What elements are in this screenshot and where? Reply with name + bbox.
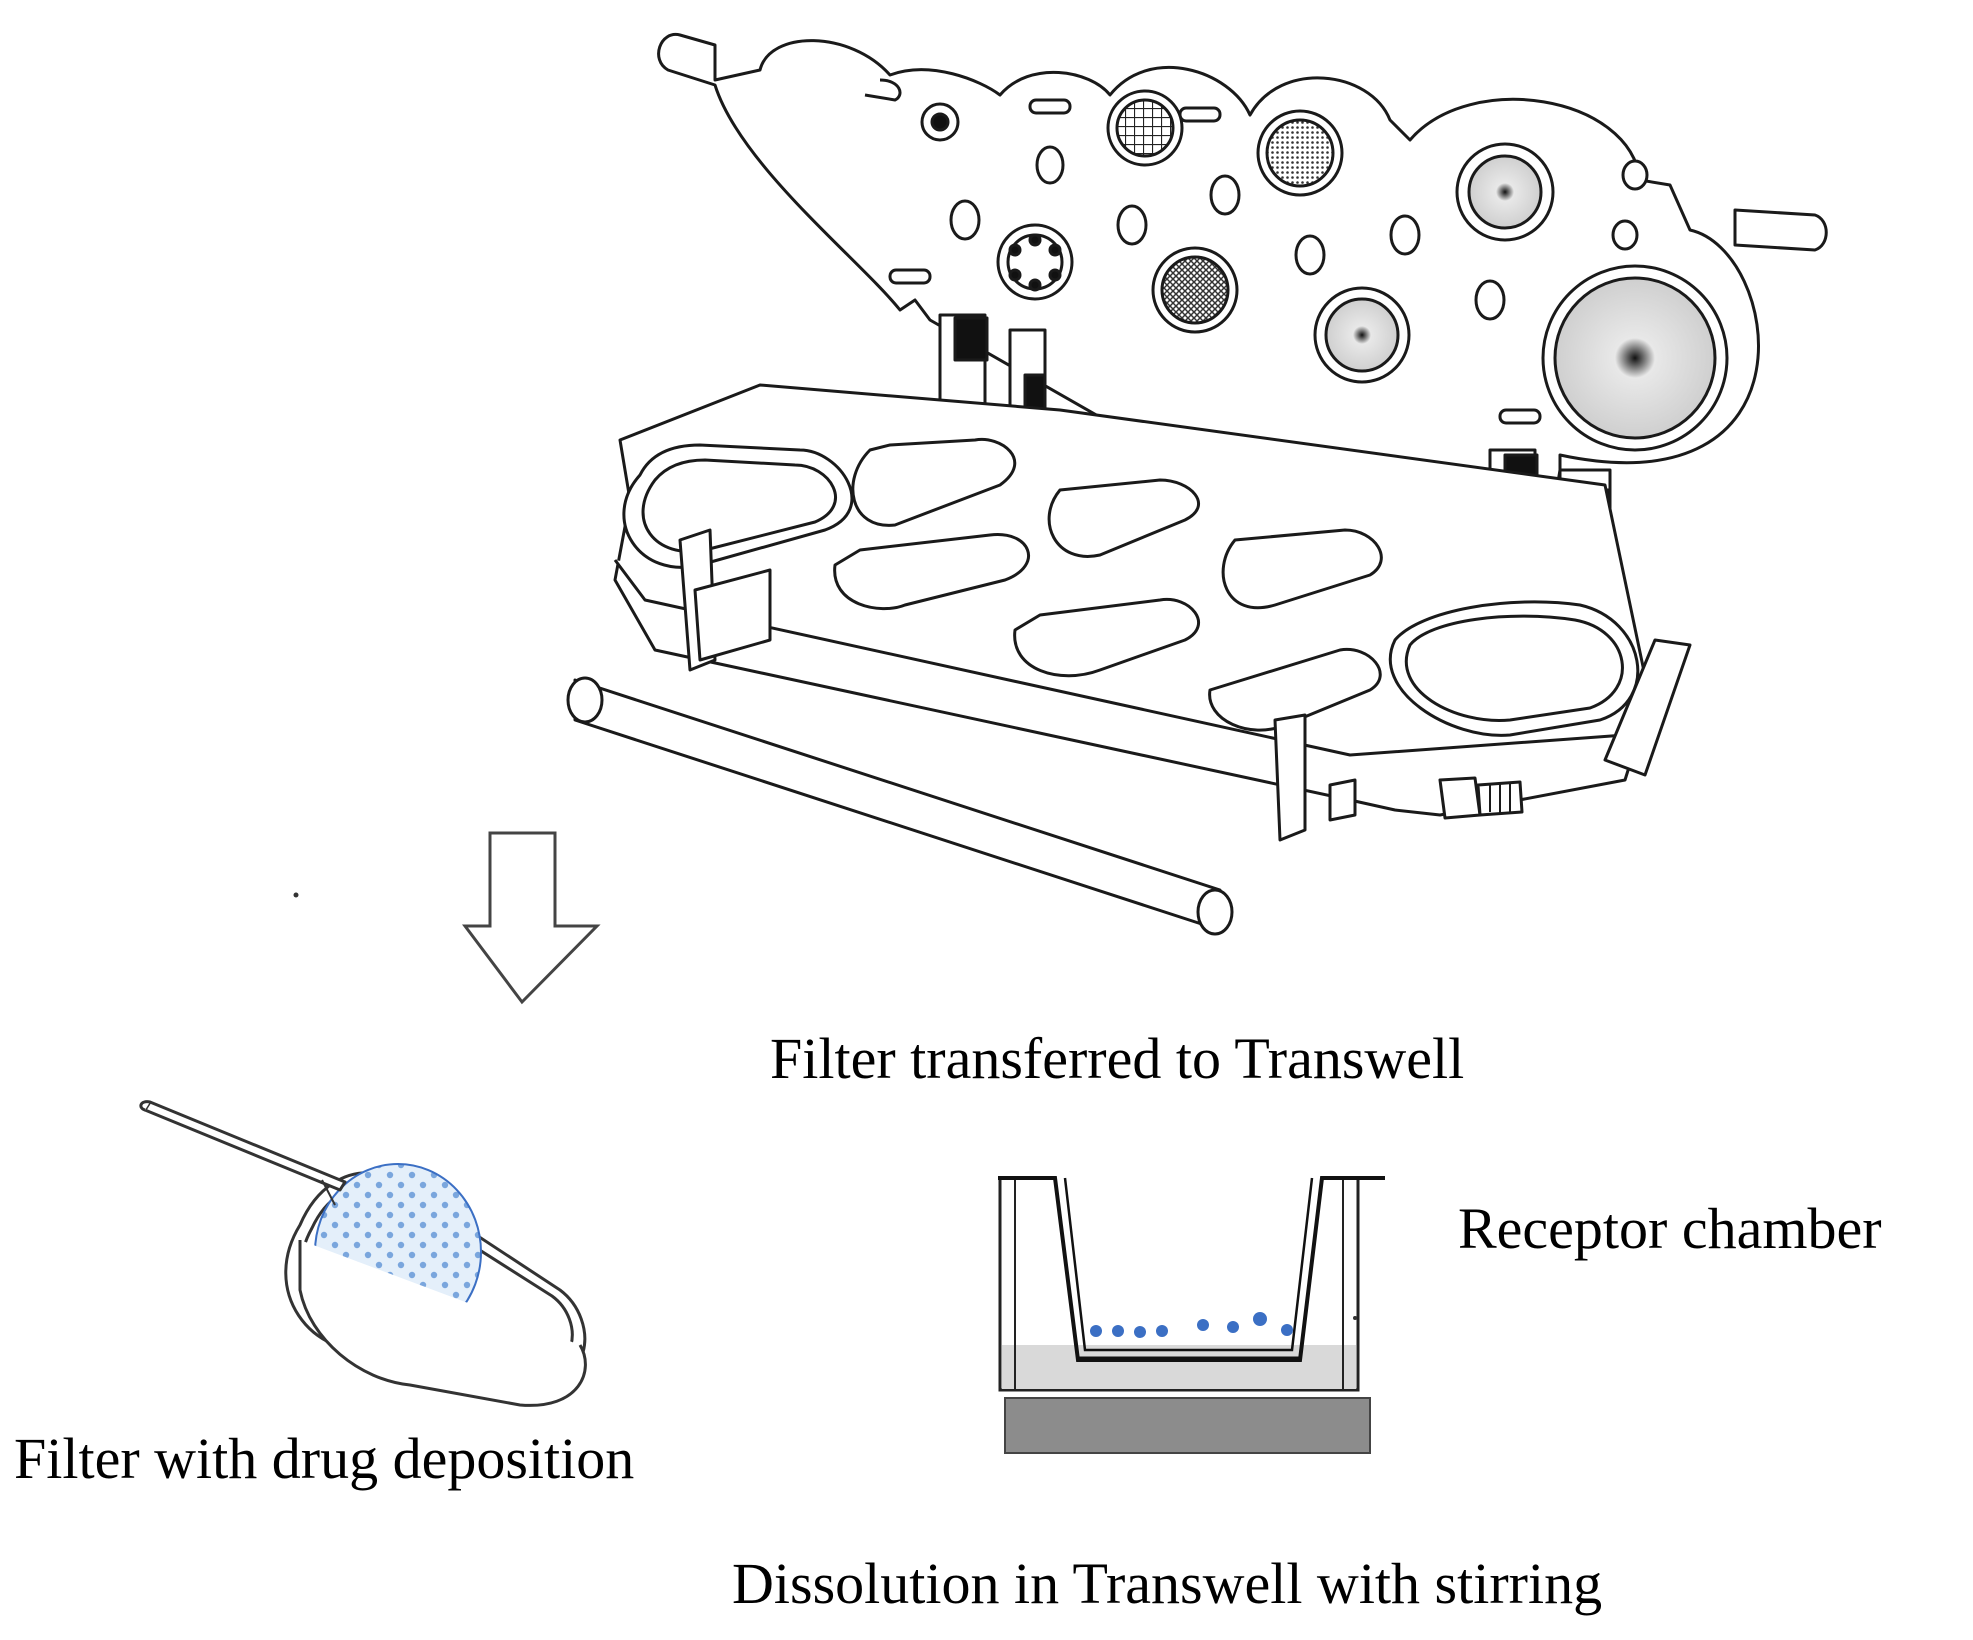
- label-receptor-chamber: Receptor chamber: [1458, 1196, 1882, 1261]
- lid-hole: [1621, 159, 1649, 191]
- collection-cup-7: [1208, 648, 1382, 732]
- lid-hole: [1116, 204, 1148, 246]
- caption-filter-with-drug: Filter with drug deposition: [14, 1426, 635, 1491]
- filter-cup-illustration: [139, 1100, 587, 1407]
- caption-filter-transferred: Filter transferred to Transwell: [770, 1026, 1465, 1091]
- collection-cup-2: [851, 437, 1017, 527]
- down-arrow-icon: [462, 831, 601, 1005]
- transwell-insert: [998, 1176, 1385, 1362]
- lid-slot: [1028, 98, 1072, 115]
- impactor-tray: [566, 383, 1692, 936]
- transwell-illustration: [998, 1176, 1385, 1454]
- tweezers: [143, 1100, 347, 1192]
- lid-hole: [1389, 214, 1421, 256]
- receptor-chamber-wall: [998, 1178, 1360, 1392]
- clamp-right: [1273, 713, 1307, 842]
- lid-slot: [1178, 106, 1222, 123]
- lid-hole: [1035, 145, 1065, 185]
- stirrer-plate: [1004, 1397, 1371, 1454]
- lid-slot: [888, 268, 932, 285]
- collection-cup-5: [1013, 597, 1200, 678]
- collection-cup-4: [1047, 478, 1200, 558]
- impactor-apparatus: [566, 33, 1828, 936]
- collection-cup-6: [1221, 528, 1383, 609]
- lid-pin-right: [1733, 208, 1828, 252]
- collection-cup-3: [833, 533, 1031, 611]
- lid-hole: [1209, 174, 1241, 216]
- lid-slot: [1498, 408, 1542, 425]
- lid-hole: [1294, 234, 1326, 276]
- caption-dissolution: Dissolution in Transwell with stirring: [732, 1551, 1603, 1616]
- receptor-medium: [1002, 1345, 1356, 1389]
- handle-end-left: [566, 676, 604, 724]
- handle-end-right: [1196, 888, 1234, 936]
- drug-particles: [1090, 1312, 1293, 1338]
- lid-hole: [1474, 279, 1506, 321]
- stray-mark: [293, 892, 299, 898]
- lid-hole: [1611, 219, 1639, 251]
- impactor-lid-plate: [657, 33, 1828, 502]
- outlet-fitting: [1438, 776, 1482, 820]
- lid-hole: [949, 199, 981, 241]
